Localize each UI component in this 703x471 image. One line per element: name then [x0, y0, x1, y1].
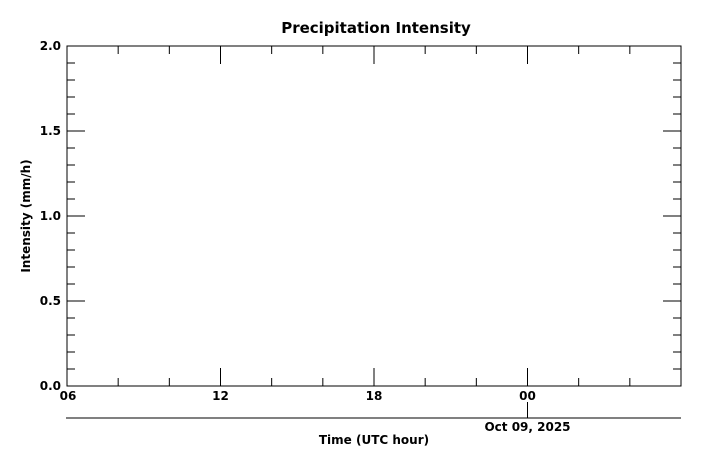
y-tick-label: 0.0 — [40, 379, 61, 393]
x-tick-label: 12 — [212, 389, 229, 403]
plot-frame — [66, 45, 682, 387]
y-tick-label: 1.0 — [40, 209, 61, 223]
x-tick-label: 06 — [60, 389, 77, 403]
x-axis-label: Time (UTC hour) — [319, 433, 429, 447]
y-tick-label: 2.0 — [40, 39, 61, 53]
x-tick-label: 18 — [366, 389, 383, 403]
x-tick-label: 00 — [519, 389, 536, 403]
chart-title: Precipitation Intensity — [281, 19, 471, 37]
y-tick-label: 1.5 — [40, 124, 61, 138]
y-axis-label: Intensity (mm/h) — [19, 159, 33, 272]
y-tick-label: 0.5 — [40, 294, 61, 308]
date-marker-label: Oct 09, 2025 — [484, 420, 570, 434]
